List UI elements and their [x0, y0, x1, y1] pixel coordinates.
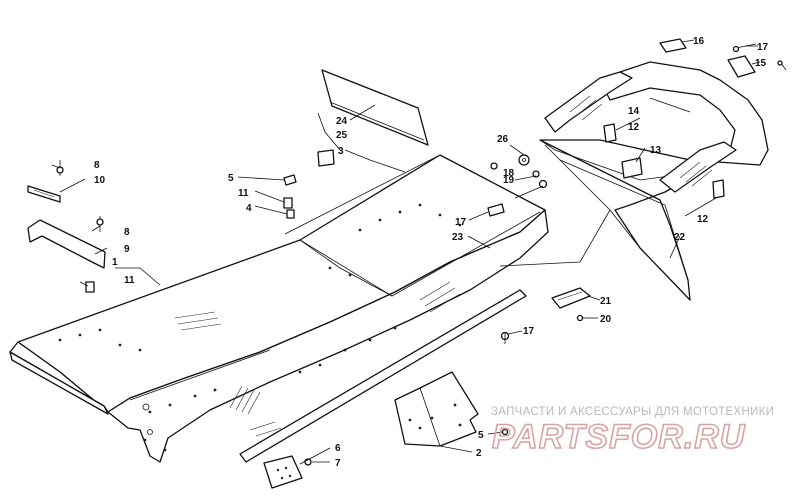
callout-1: 1: [112, 257, 118, 268]
plate-part-6: [263, 455, 303, 489]
callout-17-top: 17: [757, 42, 769, 53]
callout-17-bottom: 17: [523, 326, 535, 337]
callout-16: 16: [693, 36, 705, 47]
callout-25: 25: [336, 130, 348, 141]
callout-15: 15: [755, 58, 767, 69]
callout-7: 7: [335, 458, 341, 469]
panel-part-3: [317, 149, 335, 167]
callout-24: 24: [336, 116, 348, 127]
callout-17-mid: 17: [455, 217, 467, 228]
bracket-part-10: [27, 185, 61, 203]
callout-13: 13: [650, 145, 662, 156]
callout-18: 18: [503, 168, 515, 179]
callout-8-upper: 8: [94, 160, 100, 171]
watermark-brand: PARTSFOR.RU: [492, 418, 746, 456]
callout-4: 4: [246, 203, 252, 214]
leader-lines: [51, 39, 761, 465]
rail-rod: [239, 289, 527, 463]
hardware-fasteners: [56, 43, 787, 466]
callout-23: 23: [452, 232, 464, 243]
callout-12-lower: 12: [697, 214, 709, 225]
callout-9: 9: [124, 244, 130, 255]
callout-22: 22: [674, 232, 686, 243]
rear-bumper-part-22: [539, 38, 769, 301]
bracket-part-9: [27, 219, 106, 269]
callout-6: 6: [335, 443, 341, 454]
callout-8-lower: 8: [124, 227, 130, 238]
callout-14: 14: [628, 106, 640, 117]
callout-21: 21: [600, 296, 612, 307]
callout-2: 2: [476, 448, 482, 459]
plate-part-21: [551, 287, 591, 309]
callout-5-upper: 5: [228, 173, 234, 184]
snowflap-part-24: [321, 69, 429, 146]
watermark: ЗАПЧАСТИ И АКСЕССУАРЫ ДЛЯ МОТОТЕХНИКИ PA…: [491, 406, 774, 457]
callout-11-upper: 11: [238, 188, 249, 199]
callout-10: 10: [94, 175, 106, 186]
callout-3: 3: [338, 146, 344, 157]
bracket-part-2: [394, 371, 479, 447]
callout-11-lower: 11: [124, 275, 135, 286]
callout-labels: 1 2 3 4 5 5 6 7 8 8 9 10 11 11 12 12 13 …: [94, 36, 769, 469]
watermark-subtitle: ЗАПЧАСТИ И АКСЕССУАРЫ ДЛЯ МОТОТЕХНИКИ: [491, 406, 774, 418]
callout-26: 26: [497, 134, 509, 145]
tunnel-part-1: [9, 154, 549, 463]
callout-12-upper: 12: [628, 122, 640, 133]
callout-20: 20: [600, 314, 612, 325]
callout-5-lower: 5: [478, 430, 484, 441]
callout-19: 19: [503, 175, 515, 186]
